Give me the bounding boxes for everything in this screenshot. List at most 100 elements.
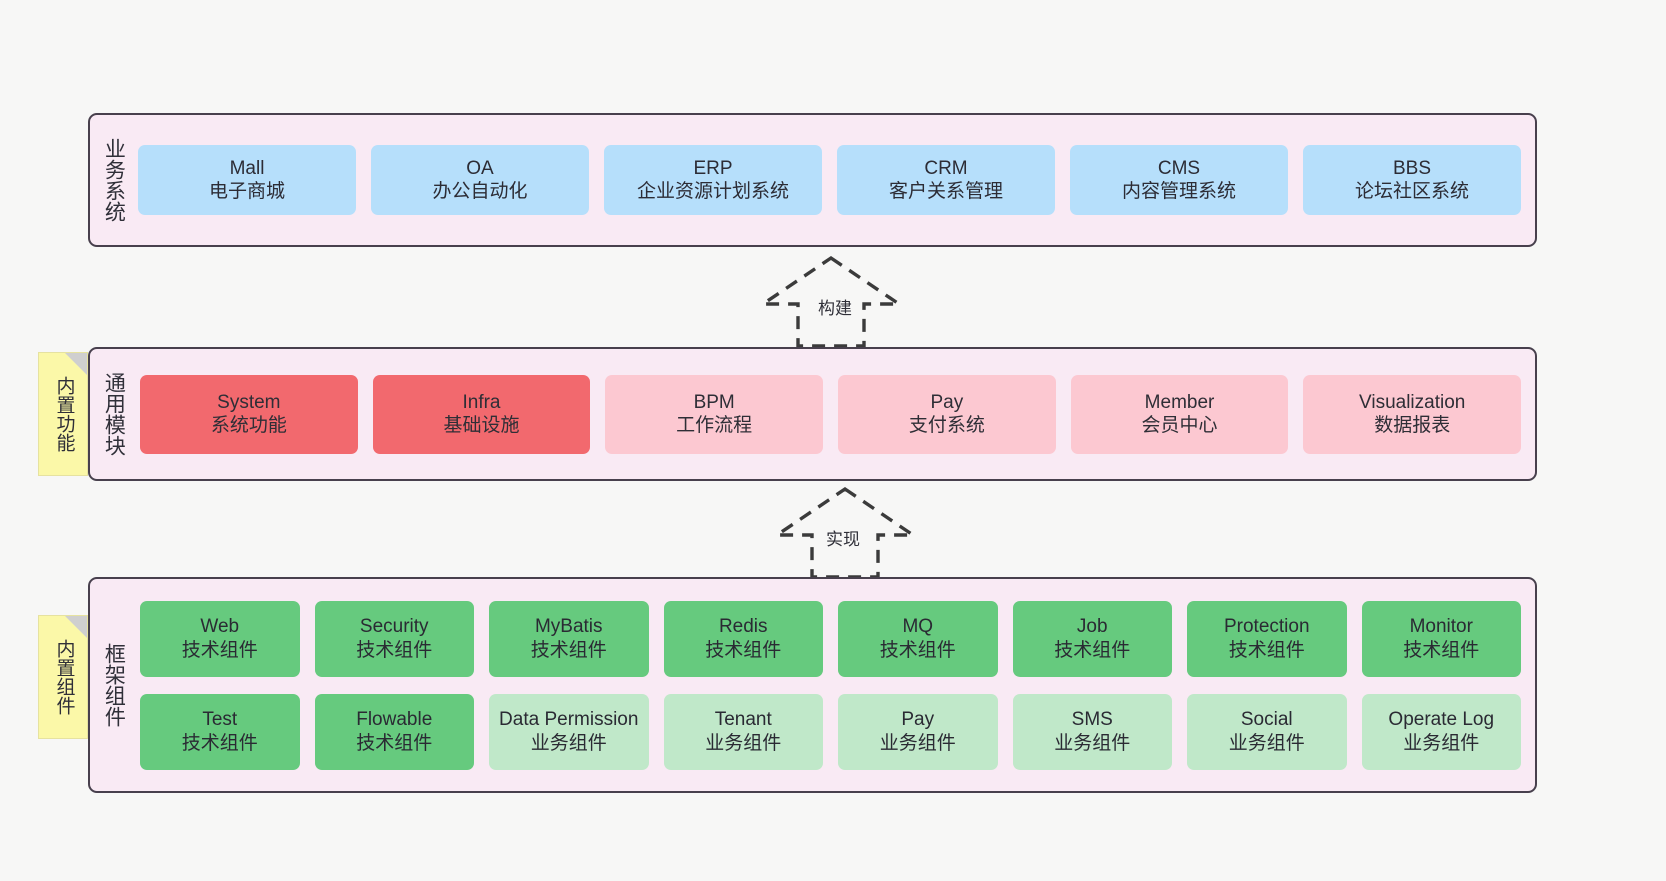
component-name: Tenant xyxy=(714,709,772,731)
note-builtin-function: 内置功能 xyxy=(38,352,88,476)
component-name: Security xyxy=(359,616,429,638)
module-desc: 企业资源计划系统 xyxy=(636,181,789,202)
module-box-mall[interactable]: Mall 电子商城 xyxy=(138,145,356,215)
generalization-arrow-icon xyxy=(757,255,905,348)
note-text: 内置功能 xyxy=(53,376,75,452)
component-desc: 技术组件 xyxy=(1403,639,1480,661)
note-fold-icon xyxy=(65,353,87,375)
module-desc: 工作流程 xyxy=(676,415,753,436)
component-desc: 技术组件 xyxy=(530,639,607,661)
module-name: Pay xyxy=(930,391,964,413)
component-box-tenant[interactable]: Tenant 业务组件 xyxy=(663,693,823,770)
component-box-protection[interactable]: Protection 技术组件 xyxy=(1187,600,1347,677)
component-name: MQ xyxy=(902,616,934,638)
module-box-erp[interactable]: ERP 企业资源计划系统 xyxy=(604,145,822,215)
arrow-label-build: 构建 xyxy=(818,299,852,318)
component-box-test[interactable]: Test 技术组件 xyxy=(140,693,300,770)
module-desc: 系统功能 xyxy=(210,415,287,436)
component-desc: 技术组件 xyxy=(356,639,433,661)
component-box-pay[interactable]: Pay 业务组件 xyxy=(838,693,998,770)
module-name: BPM xyxy=(693,391,735,413)
component-desc: 技术组件 xyxy=(181,639,258,661)
component-box-mybatis[interactable]: MyBatis 技术组件 xyxy=(489,600,649,677)
component-box-mq[interactable]: MQ 技术组件 xyxy=(838,600,998,677)
module-box-cms[interactable]: CMS 内容管理系统 xyxy=(1070,145,1288,215)
component-box-monitor[interactable]: Monitor 技术组件 xyxy=(1361,600,1521,677)
module-desc: 内容管理系统 xyxy=(1121,181,1236,202)
module-name: Visualization xyxy=(1359,391,1466,413)
layer-body-framework-component: Web 技术组件 Security 技术组件 MyBatis 技术组件 Redi… xyxy=(136,579,1535,791)
layer-body-common-module: System 系统功能 Infra 基础设施 BPM 工作流程 Pay 支付系统… xyxy=(136,349,1535,479)
module-desc: 会员中心 xyxy=(1141,415,1218,436)
component-desc: 技术组件 xyxy=(181,732,258,754)
module-box-bpm[interactable]: BPM 工作流程 xyxy=(605,374,824,454)
module-name: Mall xyxy=(229,157,265,179)
component-desc: 技术组件 xyxy=(1054,639,1131,661)
component-name: Protection xyxy=(1223,616,1310,638)
module-desc: 支付系统 xyxy=(908,415,985,436)
component-desc: 业务组件 xyxy=(1054,732,1131,754)
arrow-implement: 实现 xyxy=(770,486,920,579)
generalization-arrow-icon xyxy=(771,486,919,579)
layer-common-module: 通用模块 System 系统功能 Infra 基础设施 BPM 工作流程 Pay… xyxy=(88,347,1537,481)
component-desc: 业务组件 xyxy=(1228,732,1305,754)
module-desc: 办公自动化 xyxy=(432,181,528,202)
module-box-member[interactable]: Member 会员中心 xyxy=(1070,374,1289,454)
note-builtin-component: 内置组件 xyxy=(38,615,88,739)
component-name: Flowable xyxy=(356,709,433,731)
component-box-data-permission[interactable]: Data Permission 业务组件 xyxy=(489,693,649,770)
component-name: Monitor xyxy=(1409,616,1473,638)
module-box-bbs[interactable]: BBS 论坛社区系统 xyxy=(1303,145,1521,215)
layer-business-system: 业务系统 Mall 电子商城 OA 办公自动化 ERP 企业资源计划系统 CRM… xyxy=(88,113,1537,247)
component-box-social[interactable]: Social 业务组件 xyxy=(1187,693,1347,770)
component-name: MyBatis xyxy=(534,616,603,638)
component-box-web[interactable]: Web 技术组件 xyxy=(140,600,300,677)
component-desc: 技术组件 xyxy=(1228,639,1305,661)
component-name: Job xyxy=(1076,616,1108,638)
module-desc: 电子商城 xyxy=(208,181,285,202)
module-desc: 论坛社区系统 xyxy=(1354,181,1469,202)
layer-framework-component: 框架组件 Web 技术组件 Security 技术组件 MyBatis 技术组件… xyxy=(88,577,1537,793)
component-desc: 技术组件 xyxy=(356,732,433,754)
component-box-security[interactable]: Security 技术组件 xyxy=(314,600,474,677)
module-name: OA xyxy=(466,157,494,179)
module-box-oa[interactable]: OA 办公自动化 xyxy=(371,145,589,215)
component-name: Data Permission xyxy=(499,709,639,731)
module-row: Mall 电子商城 OA 办公自动化 ERP 企业资源计划系统 CRM 客户关系… xyxy=(138,145,1521,215)
component-box-job[interactable]: Job 技术组件 xyxy=(1012,600,1172,677)
module-box-infra[interactable]: Infra 基础设施 xyxy=(372,374,591,454)
component-name: Redis xyxy=(718,616,768,638)
module-box-visualization[interactable]: Visualization 数据报表 xyxy=(1303,374,1522,454)
module-box-system[interactable]: System 系统功能 xyxy=(140,374,358,454)
component-row-tech: Web 技术组件 Security 技术组件 MyBatis 技术组件 Redi… xyxy=(140,600,1521,677)
component-box-sms[interactable]: SMS 业务组件 xyxy=(1012,693,1172,770)
note-fold-icon xyxy=(65,616,87,638)
module-name: BBS xyxy=(1392,157,1432,179)
module-name: ERP xyxy=(693,157,733,179)
module-desc: 客户关系管理 xyxy=(888,181,1003,202)
module-row: System 系统功能 Infra 基础设施 BPM 工作流程 Pay 支付系统… xyxy=(140,374,1522,454)
component-row-biz: Test 技术组件 Flowable 技术组件 Data Permission … xyxy=(140,693,1521,770)
component-name: Test xyxy=(202,709,238,731)
module-box-crm[interactable]: CRM 客户关系管理 xyxy=(837,145,1055,215)
module-name: Infra xyxy=(462,391,501,413)
module-name: System xyxy=(217,391,281,413)
module-name: CRM xyxy=(924,157,968,179)
component-desc: 业务组件 xyxy=(1403,732,1480,754)
component-desc: 业务组件 xyxy=(530,732,607,754)
module-name: CMS xyxy=(1157,157,1201,179)
component-desc: 业务组件 xyxy=(705,732,782,754)
component-desc: 业务组件 xyxy=(879,732,956,754)
layer-body-business-system: Mall 电子商城 OA 办公自动化 ERP 企业资源计划系统 CRM 客户关系… xyxy=(136,115,1535,245)
component-desc: 技术组件 xyxy=(705,639,782,661)
arrow-build: 构建 xyxy=(756,255,906,348)
component-name: SMS xyxy=(1071,709,1113,731)
module-desc: 数据报表 xyxy=(1374,415,1451,436)
component-box-redis[interactable]: Redis 技术组件 xyxy=(663,600,823,677)
component-name: Web xyxy=(200,616,240,638)
component-box-operate-log[interactable]: Operate Log 业务组件 xyxy=(1361,693,1521,770)
component-box-flowable[interactable]: Flowable 技术组件 xyxy=(314,693,474,770)
note-text: 内置组件 xyxy=(53,639,75,715)
module-box-pay[interactable]: Pay 支付系统 xyxy=(838,374,1056,454)
